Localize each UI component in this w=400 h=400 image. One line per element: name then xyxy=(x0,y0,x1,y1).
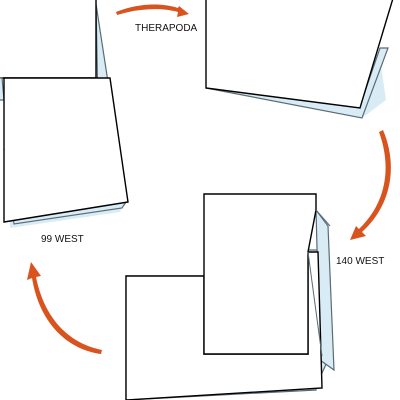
page-fold-line xyxy=(315,209,331,227)
label-99-west: 99 WEST xyxy=(41,234,84,245)
curved-arrow xyxy=(27,262,102,354)
page-middle-left xyxy=(3,77,129,228)
page-sheet xyxy=(205,0,394,109)
page-sheet-upper xyxy=(203,193,317,355)
curved-arrow xyxy=(350,130,391,240)
page-shadow xyxy=(212,58,386,118)
page-sheet xyxy=(0,0,97,79)
page-bottom-spread xyxy=(125,193,335,400)
curved-arrow xyxy=(116,4,189,18)
label-therapoda: THERAPODA xyxy=(135,23,198,34)
page-sheet xyxy=(3,77,129,223)
label-140-west: 140 WEST xyxy=(336,256,384,267)
page-top-right xyxy=(205,0,394,119)
arrow-left xyxy=(27,262,102,354)
arrow-right xyxy=(350,130,391,240)
arrow-top xyxy=(116,4,189,18)
page-fold-line xyxy=(307,251,323,357)
